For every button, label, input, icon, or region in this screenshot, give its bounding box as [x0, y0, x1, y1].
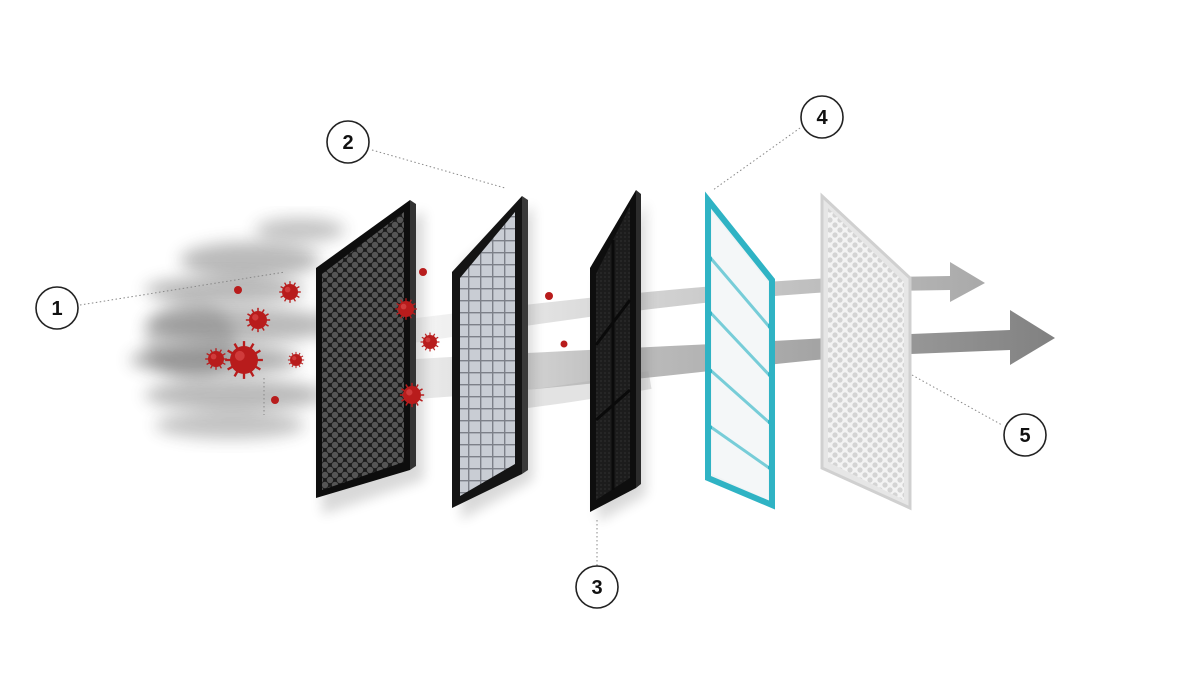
filter-layer-2-mesh	[452, 196, 533, 520]
pollutant-particle-icon	[279, 281, 301, 303]
callout-5: 5	[1003, 413, 1047, 457]
callout-4-label: 4	[816, 107, 828, 129]
callout-4: 4	[800, 95, 844, 139]
pollutant-particle-icon	[287, 351, 305, 369]
filter-layer-4-hepa	[705, 191, 775, 510]
pollutant-particle-icon	[545, 292, 553, 300]
pollutant-particle-icon	[271, 396, 279, 404]
pollutant-particle-icon	[234, 286, 242, 294]
callout-1-label: 1	[51, 298, 62, 320]
callout-3: 3	[575, 565, 619, 609]
callout-3-label: 3	[591, 577, 602, 599]
leader-line-4	[712, 127, 801, 191]
callout-1: 1	[35, 286, 79, 330]
pollutant-particle-icon	[225, 341, 263, 379]
leader-line-1	[79, 271, 286, 306]
pollutant-particle-icon	[419, 268, 427, 276]
pollutant-particle-icon	[420, 332, 440, 352]
filter-layer-1-pre-filter	[316, 200, 424, 515]
pollutant-particle-icon	[395, 298, 417, 320]
callout-5-label: 5	[1019, 425, 1030, 447]
pollutant-particle-icon	[245, 307, 271, 333]
leader-lines	[79, 127, 1003, 566]
pollutant-particle-icon	[399, 382, 425, 408]
pollutant-particles	[205, 268, 568, 408]
callout-2: 2	[326, 120, 370, 164]
leader-line-2	[371, 149, 506, 189]
pollutant-particle-icon	[560, 340, 568, 348]
pollutant-particle-icon	[205, 348, 227, 370]
callout-2-label: 2	[342, 132, 353, 154]
filter-layer-3-carbon	[590, 190, 646, 522]
polluted-air-smoke	[130, 218, 345, 439]
leader-line-5	[911, 374, 1003, 426]
filter-layer-5-post-filter	[820, 192, 912, 511]
